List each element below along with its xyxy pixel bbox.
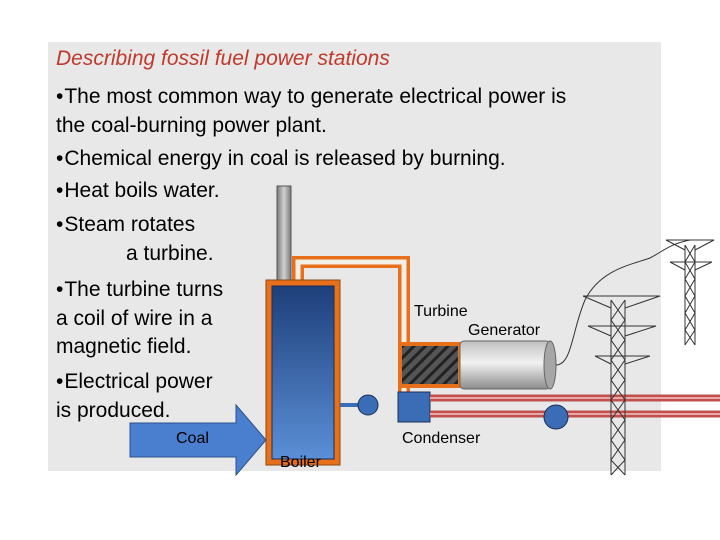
condenser-icon [340, 391, 720, 423]
bullet-icon: • [56, 179, 64, 202]
coal-label: Coal [176, 430, 209, 447]
page-title: Describing fossil fuel power stations [56, 47, 390, 70]
condenser-label: Condenser [402, 430, 481, 447]
boiler-icon [265, 279, 341, 466]
steam-pipe [292, 256, 410, 398]
bullet-icon: • [56, 278, 64, 301]
turbine-icon [398, 342, 462, 388]
coal-arrow-icon [129, 403, 267, 477]
generator-icon [459, 340, 557, 390]
bullet-chemical-energy: •Chemical energy in coal is released by … [56, 147, 506, 170]
boiler-label: Boiler [280, 454, 321, 471]
bullet-icon: • [56, 85, 64, 108]
pump-icon [357, 394, 569, 430]
generator-label: Generator [468, 322, 541, 339]
power-cable [555, 239, 691, 366]
bullet-icon: • [56, 370, 64, 393]
transmission-tower-icon [582, 239, 715, 476]
smokestack-icon [276, 185, 292, 287]
bullet-heat-boils-water: •Heat boils water. [56, 179, 220, 202]
bullet-icon: • [56, 213, 64, 236]
turbine-label: Turbine [414, 303, 468, 320]
bullet-icon: • [56, 147, 64, 170]
bullet-most-common-way: •The most common way to generate electri… [56, 85, 567, 137]
